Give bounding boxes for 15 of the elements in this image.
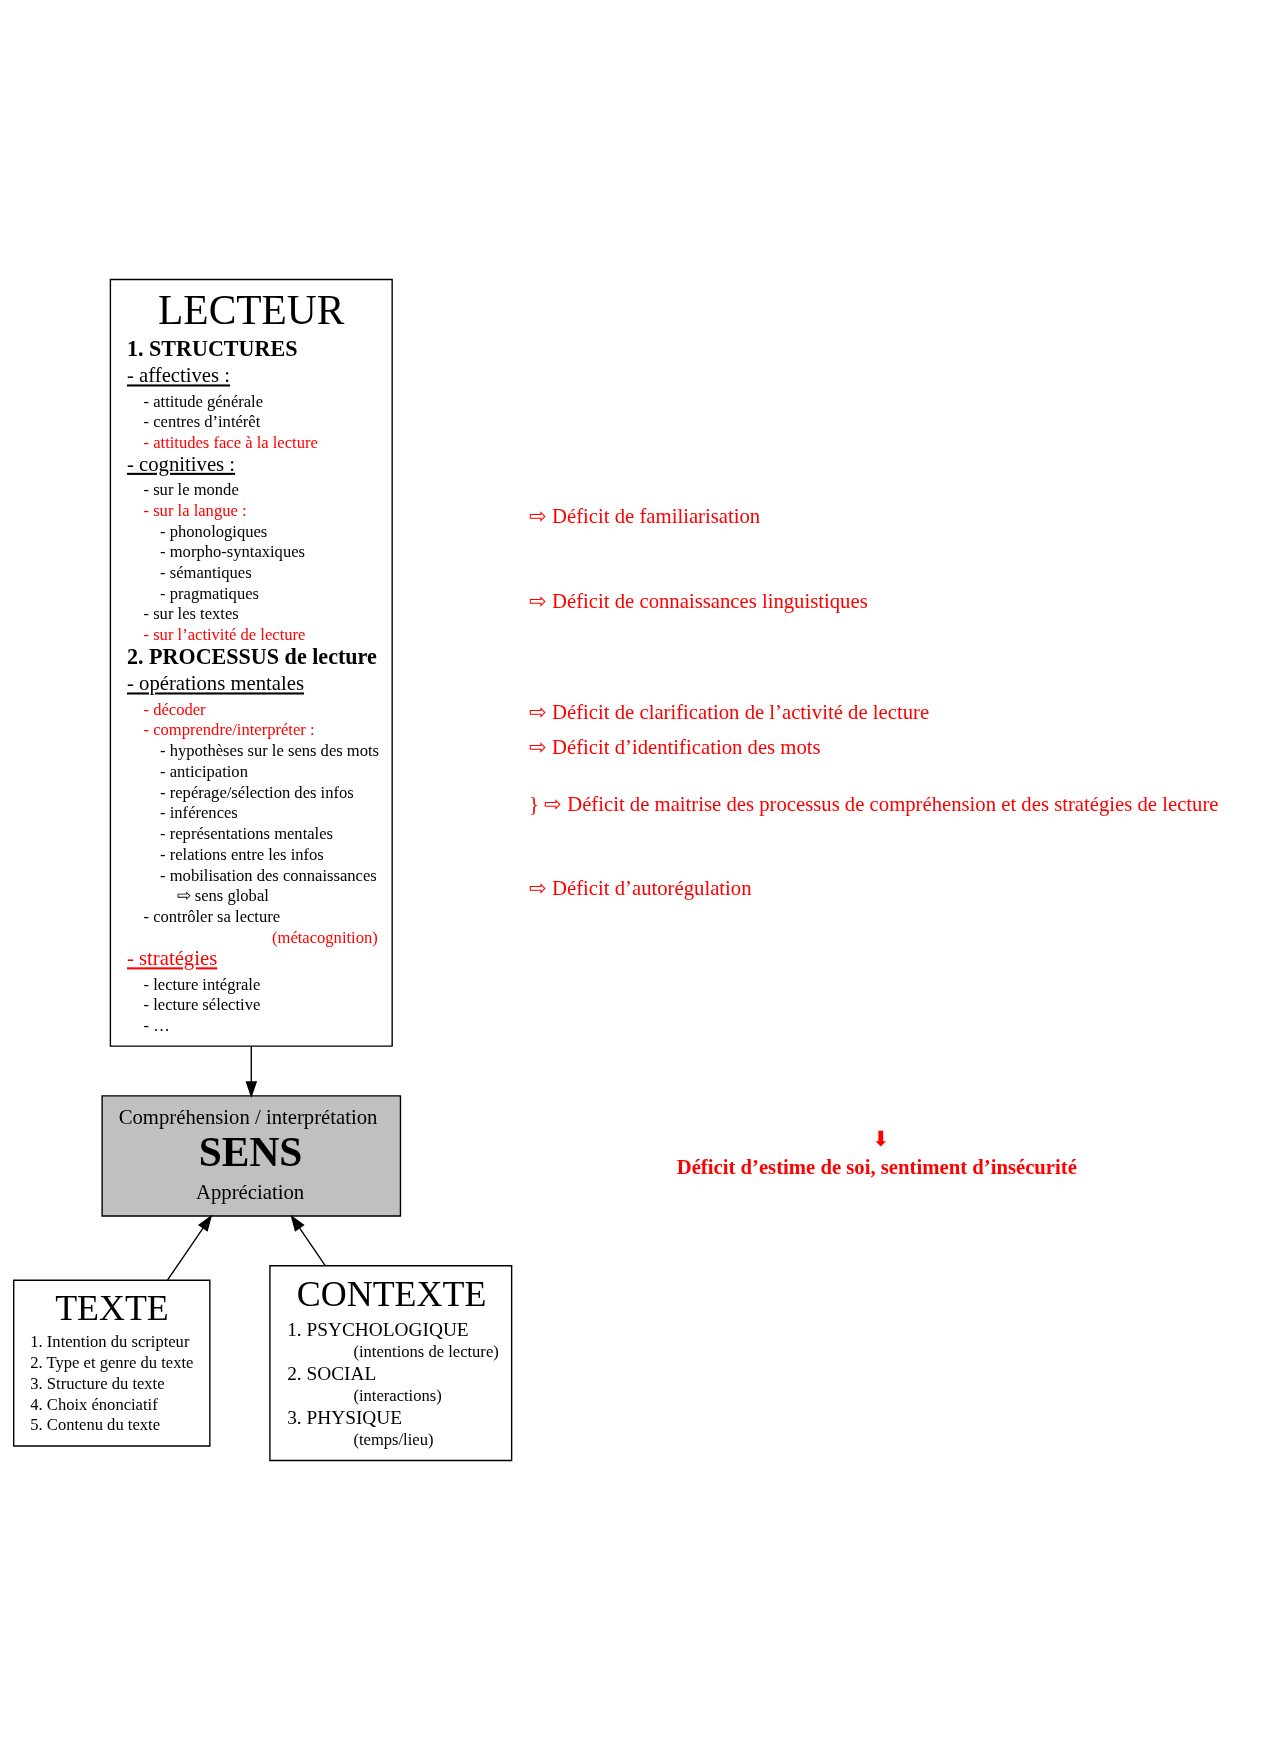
arrow [166,1214,213,1281]
node-box: LECTEUR 1. STRUCTURES - affectives : - attitude générale - centres d’intérêt - attitudes face à la lecture - cognitives : - sur le monde - sur la langue : - phonologiques - morpho-syntaxiques - sémantiques - pragmatiques - sur les textes - sur l’activité de lecture 2. PROCESSUS de lecture - opérations mentales - décoder - comprendre/interpréter : - hypothèses sur le sens des mots - anticipation - repérage/sélection des infos - inférences - représentations mentales - relations entre les infos - mobilisation des connaissances ⇨ sens global - contrôler sa lecture (métacognition) - stratégies - lecture intégrale - lecture sélective - … [109,278,393,1047]
label: ⇨ Déficit de connaissances linguistiques [528,589,868,612]
label: ⇨ Déficit d’autorégulation [528,876,752,899]
arrow [290,1214,326,1267]
label: } ⇨ Déficit de maitrise des processus de compréhension et des stratégies de lecture [528,792,1219,815]
label: ⇨ Déficit de clarification de l’activité de lecture [528,701,930,724]
label: ⇨ Déficit d’identification des mots [528,735,821,758]
arrow [245,1045,258,1098]
label: ⬇ [872,1128,891,1151]
label: ⇨ Déficit de familiarisation [528,505,761,528]
node-box: CONTEXTE 1. PSYCHOLOGIQUE (intentions de lecture) 2. SOCIAL (interactions) 3. PHYSIQUE (temps/lieu) [269,1265,513,1462]
label: Déficit d’estime de soi, sentiment d’insécurité [676,1155,1077,1178]
node-box: TEXTE 1. Intention du scripteur 2. Type et genre du texte 3. Structure du texte 4. Choix énonciatif 5. Contenu du texte [13,1279,211,1447]
node-box: Compréhension / interprétation SENS Appréciation [101,1095,402,1217]
